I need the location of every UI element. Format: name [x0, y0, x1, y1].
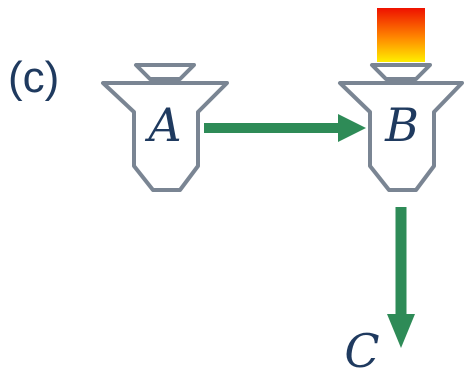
container-a-body	[101, 81, 229, 192]
container-a: A	[101, 63, 229, 192]
panel-label: (c)	[8, 53, 59, 102]
heat-indicator	[377, 8, 425, 62]
arrow-a-to-b-head	[338, 114, 366, 142]
container-b: B	[338, 63, 464, 192]
node-label-c: C	[344, 324, 379, 371]
container-b-lid	[370, 63, 432, 81]
arrow-a-to-b	[204, 114, 366, 142]
arrow-b-to-c-head	[387, 314, 415, 348]
node-label-a: A	[144, 98, 181, 152]
arrow-b-to-c	[387, 207, 415, 348]
container-a-lid	[134, 63, 196, 81]
node-label-b: B	[384, 98, 419, 152]
container-b-body	[338, 81, 464, 192]
